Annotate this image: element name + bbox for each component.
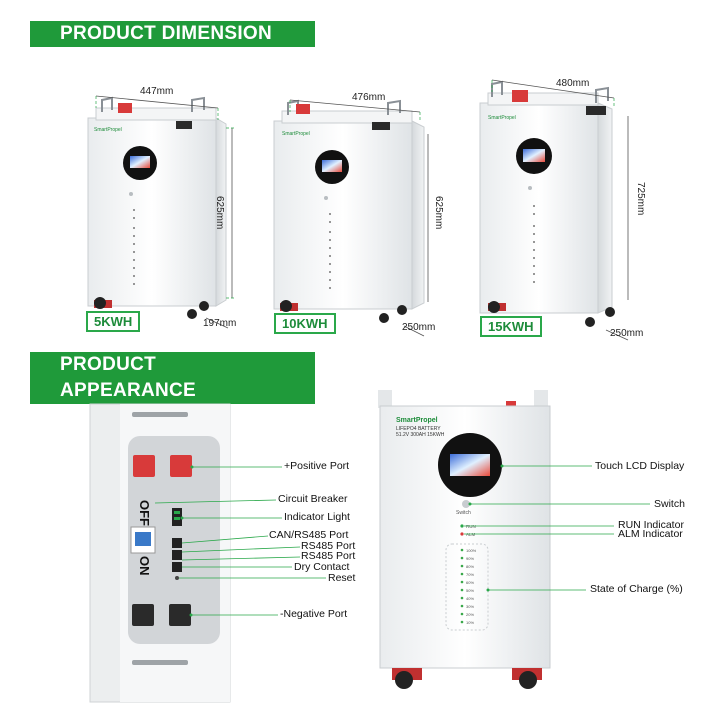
circuit-breaker [135,532,151,546]
capacity-badge-5kwh: 5KWH [86,311,141,332]
callout-negative-port: -Negative Port [280,608,348,620]
svg-text:50%: 50% [466,588,474,593]
callout-alm-indicator: ALM Indicator [618,528,683,540]
svg-text:70%: 70% [466,572,474,577]
svg-text:60%: 60% [466,580,474,585]
soc-led-labels: 100% 90% 80% 70% 60% 50% 40% 30% 20% 10% [466,548,477,625]
callout-indicator-light: Indicator Light [284,511,350,523]
section-title-appearance: PRODUCT APPEARANCE [30,352,315,404]
svg-text:40%: 40% [466,596,474,601]
left-callout-lines [154,466,326,616]
svg-text:SmartPropel: SmartPropel [282,131,310,137]
callout-run-indicator: RUN Indicator [618,519,684,531]
svg-text:80%: 80% [466,564,474,569]
brand-logo: SmartPropel [396,417,438,424]
depth-label-15kwh: 250mm [610,328,644,339]
battery-5kwh: SmartPropel [87,95,233,329]
callout-reset: Reset [328,572,356,584]
breaker-on-label: ON [137,556,152,576]
right-callout-lines [464,465,650,591]
callout-touch-lcd: Touch LCD Display [595,460,685,472]
svg-text:SmartPropel: SmartPropel [94,127,122,133]
battery-10kwh: SmartPropel [273,99,429,337]
svg-text:30%: 30% [466,604,474,609]
side-panel-closeup [89,403,231,703]
switch-text: Switch [456,510,471,516]
callout-circuit-breaker: Circuit Breaker [278,493,348,505]
svg-text:10%: 10% [466,620,474,625]
power-switch [462,500,470,508]
depth-label-5kwh: 197mm [203,318,237,329]
battery-15kwh: SmartPropel [479,79,629,341]
breaker-off-label: OFF [137,500,152,526]
svg-text:SmartPropel: SmartPropel [488,115,516,121]
callout-dry-contact: Dry Contact [294,561,350,573]
section-title-dimension: PRODUCT DIMENSION [30,21,315,47]
callout-rs485-port-2: RS485 Port [301,550,356,562]
width-label-15kwh: 480mm [556,78,590,89]
width-label-10kwh: 476mm [352,92,386,103]
front-view-battery [378,390,551,689]
width-label-5kwh: 447mm [140,86,174,97]
negative-terminal [132,604,154,626]
dimension-guides [95,80,615,299]
height-label-15kwh: 725mm [635,182,646,216]
front-label-line2: 51.2V 300AH 15KWH [396,432,445,438]
capacity-badge-10kwh: 10KWH [274,313,336,334]
front-label-line1: LIFEPO4 BATTERY [396,426,441,432]
callout-positive-port: +Positive Port [284,460,350,472]
svg-text:90%: 90% [466,556,474,561]
callout-switch: Switch [654,498,685,510]
height-label-5kwh: 625mm [214,196,225,230]
callout-rs485-port-1: RS485 Port [301,540,356,552]
height-label-10kwh: 625mm [433,196,444,230]
callout-can-rs485-port: CAN/RS485 Port [269,529,349,541]
positive-terminal [133,455,155,477]
svg-text:20%: 20% [466,612,474,617]
callout-state-of-charge: State of Charge (%) [590,583,683,595]
capacity-badge-15kwh: 15KWH [480,316,542,337]
svg-text:100%: 100% [466,548,477,553]
run-led-label: RUN [466,524,476,529]
depth-label-10kwh: 250mm [402,322,436,333]
alm-led-label: ALM [466,532,476,537]
